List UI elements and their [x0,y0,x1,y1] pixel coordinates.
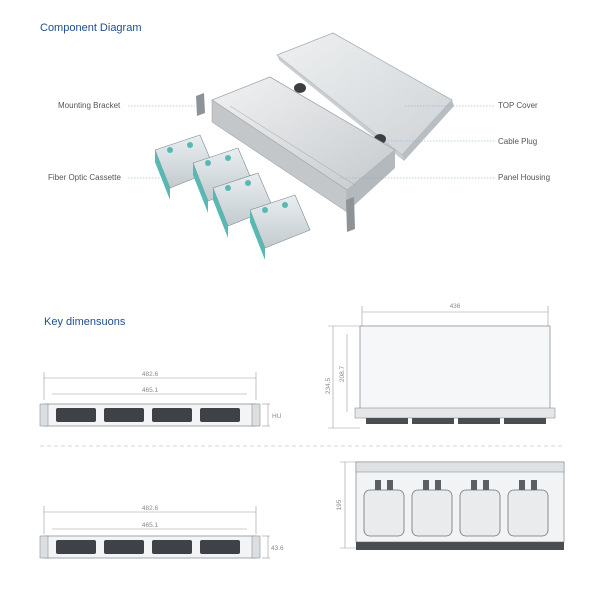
front-view-43 [39,506,270,559]
top-width-label: 436 [450,303,461,310]
front2-inner-label: 465.1 [142,522,159,529]
front2-width-label: 482.6 [142,505,159,512]
key-dimensions-title: Key dimensuons [44,316,126,328]
top-view [328,306,556,429]
panel-housing [211,76,396,213]
top-depth-inner-label: 208.7 [339,365,346,382]
top-cover-label: TOP Cover [498,101,538,110]
front1-inner-label: 465.1 [142,387,159,394]
cable-plug-label: Cable Plug [498,137,538,146]
section-depth-label: 195 [336,499,343,510]
top-cover [276,32,454,161]
top-depth-total-label: 234.5 [325,377,332,394]
front-view-hu [39,372,270,427]
fiber-optic-cassettes [154,134,311,260]
component-diagram-title: Component Diagram [40,22,142,34]
mounting-bracket [196,93,355,232]
callout-leaders [128,105,495,179]
front2-height-label: 43.6 [271,545,284,552]
component-illustration [154,32,454,260]
front1-width-label: 482.6 [142,371,159,378]
mounting-bracket-label: Mounting Bracket [58,101,121,110]
cassette [249,194,311,260]
section-view [340,461,565,550]
fiber-optic-cassette-label: Fiber Optic Cassette [48,173,121,182]
panel-housing-label: Panel Housing [498,173,551,182]
front1-height-label: HU [272,413,282,420]
